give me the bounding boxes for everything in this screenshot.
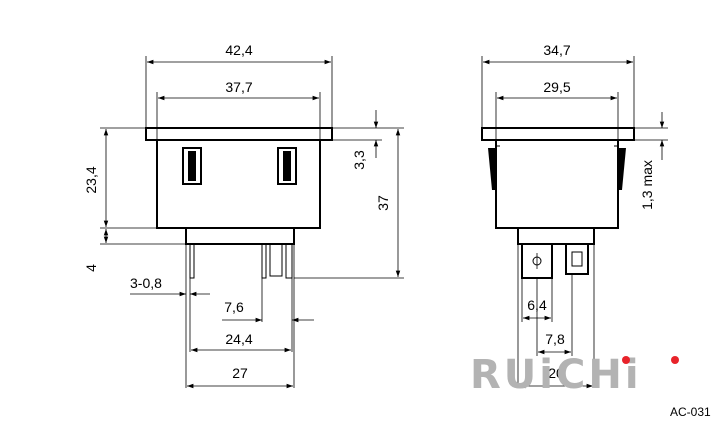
front-view: 42,4 37,7 23,4 4 3,3 37 3-0,8 — [83, 42, 404, 389]
dim-front-body-height: 23,4 — [83, 166, 99, 193]
brand-logo: RUiCHi — [470, 352, 679, 398]
dim-front-base-width: 27 — [232, 365, 248, 381]
side-clip-right — [618, 148, 626, 190]
dim-front-pin-span: 24,4 — [225, 331, 252, 347]
dim-front-width-inner: 37,7 — [225, 79, 252, 95]
dim-front-total-height: 37 — [375, 195, 391, 211]
front-pins — [189, 243, 293, 279]
side-flange — [481, 127, 635, 141]
side-base — [517, 227, 595, 245]
dim-front-width-outer: 42,4 — [225, 42, 252, 58]
dim-side-width-inner: 29,5 — [543, 79, 570, 95]
brand-logo-text: RUiCHi — [470, 352, 642, 398]
side-terminal-right — [565, 243, 589, 275]
dim-side-pin-gap: 7,8 — [545, 331, 565, 347]
dim-side-flange-max: 1,3 max — [639, 160, 655, 210]
logo-dot-icon — [671, 356, 679, 364]
front-flange — [145, 127, 333, 141]
front-base — [185, 227, 295, 245]
side-view: 34,7 29,5 1,3 max 6,4 7,8 20 — [481, 42, 668, 389]
dim-side-width-outer: 34,7 — [543, 42, 570, 58]
dim-front-pin-height: 4 — [83, 264, 99, 272]
side-clip-left — [488, 148, 496, 190]
dim-side-pin-width: 6,4 — [527, 297, 547, 313]
part-code: AC-031 — [670, 405, 711, 419]
dim-front-pin-thickness: 3-0,8 — [130, 275, 162, 291]
dim-front-flange: 3,3 — [351, 150, 367, 170]
side-body — [495, 139, 619, 229]
dim-front-pin-width: 7,6 — [224, 299, 244, 315]
dim-side-base-width: 20 — [548, 365, 564, 381]
logo-dot-icon — [622, 356, 630, 364]
